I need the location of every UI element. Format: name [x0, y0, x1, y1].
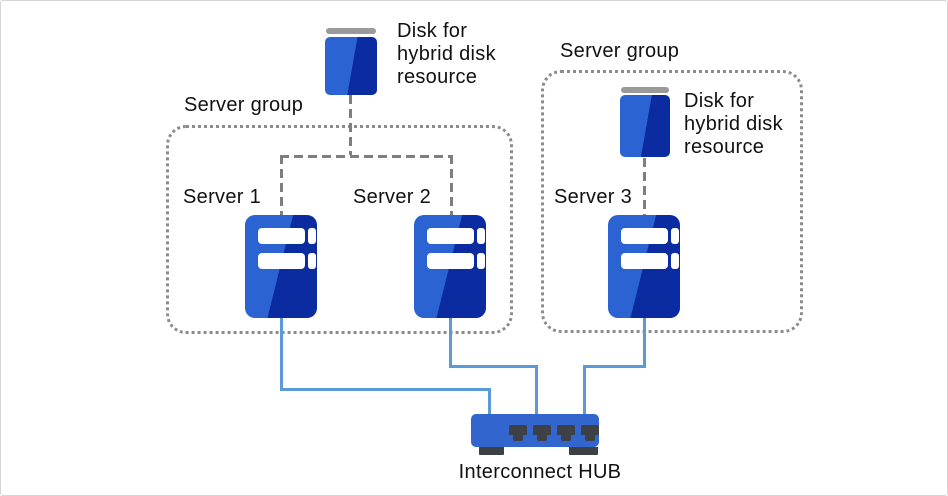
hub-port-icon: [509, 425, 527, 441]
hybrid-disk-label-line: Disk for: [684, 90, 755, 112]
hybrid-disk-label-line: hybrid disk: [397, 43, 496, 65]
cable-server2-hub: [535, 365, 538, 418]
dashed-connector-server2: [450, 155, 453, 216]
cable-server3-run: [583, 365, 646, 368]
cable-server3-hub: [583, 365, 586, 418]
server-group-label-right: Server group: [560, 40, 680, 62]
server-slot: [258, 253, 316, 269]
dashed-connector-server3: [643, 158, 646, 216]
cable-server2-drop: [449, 317, 452, 367]
hub-port-icon: [581, 425, 599, 441]
disk-body: [620, 95, 670, 157]
disk-cap: [621, 87, 669, 93]
server1-label: Server 1: [183, 186, 261, 208]
server3-label: Server 3: [554, 186, 632, 208]
cable-server1-drop: [280, 317, 283, 389]
hybrid-disk-icon-right: [620, 87, 670, 157]
server-slot: [621, 228, 679, 244]
server-slot: [621, 253, 679, 269]
hybrid-disk-icon: [325, 28, 377, 95]
dashed-connector-top-disk: [349, 95, 352, 155]
hub-label: Interconnect HUB: [458, 461, 622, 483]
hub-foot: [479, 447, 504, 455]
server2-icon: [414, 215, 486, 318]
server-group-label-left: Server group: [184, 94, 304, 116]
server-group-box-right: [541, 70, 803, 333]
server-group-box-left: [166, 125, 513, 334]
hybrid-disk-label-line: hybrid disk: [684, 113, 783, 135]
hub-port-icon: [557, 425, 575, 441]
server2-label: Server 2: [353, 186, 431, 208]
hybrid-disk-label-right: Disk for hybrid disk resource: [684, 90, 783, 159]
server1-icon: [245, 215, 317, 318]
server3-icon: [608, 215, 680, 318]
hybrid-disk-label-line: Disk for: [397, 20, 468, 42]
hub-foot: [569, 447, 598, 455]
disk-body: [325, 37, 377, 95]
dashed-connector-server1: [280, 155, 283, 216]
server-slot: [258, 228, 316, 244]
cable-server1-hub: [488, 388, 491, 418]
interconnect-hub-icon: [471, 414, 599, 455]
dashed-connector-branch: [280, 155, 453, 158]
hub-body: [471, 414, 599, 447]
server-slot: [427, 253, 485, 269]
hybrid-disk-label: Disk for hybrid disk resource: [397, 20, 496, 89]
cable-server2-run: [449, 365, 538, 368]
hybrid-disk-label-line: resource: [397, 66, 478, 88]
server-slot: [427, 228, 485, 244]
hub-port-icon: [533, 425, 551, 441]
cable-server1-run: [280, 388, 491, 391]
hybrid-disk-label-line: resource: [684, 136, 765, 158]
disk-cap: [326, 28, 376, 34]
cable-server3-drop: [643, 317, 646, 367]
